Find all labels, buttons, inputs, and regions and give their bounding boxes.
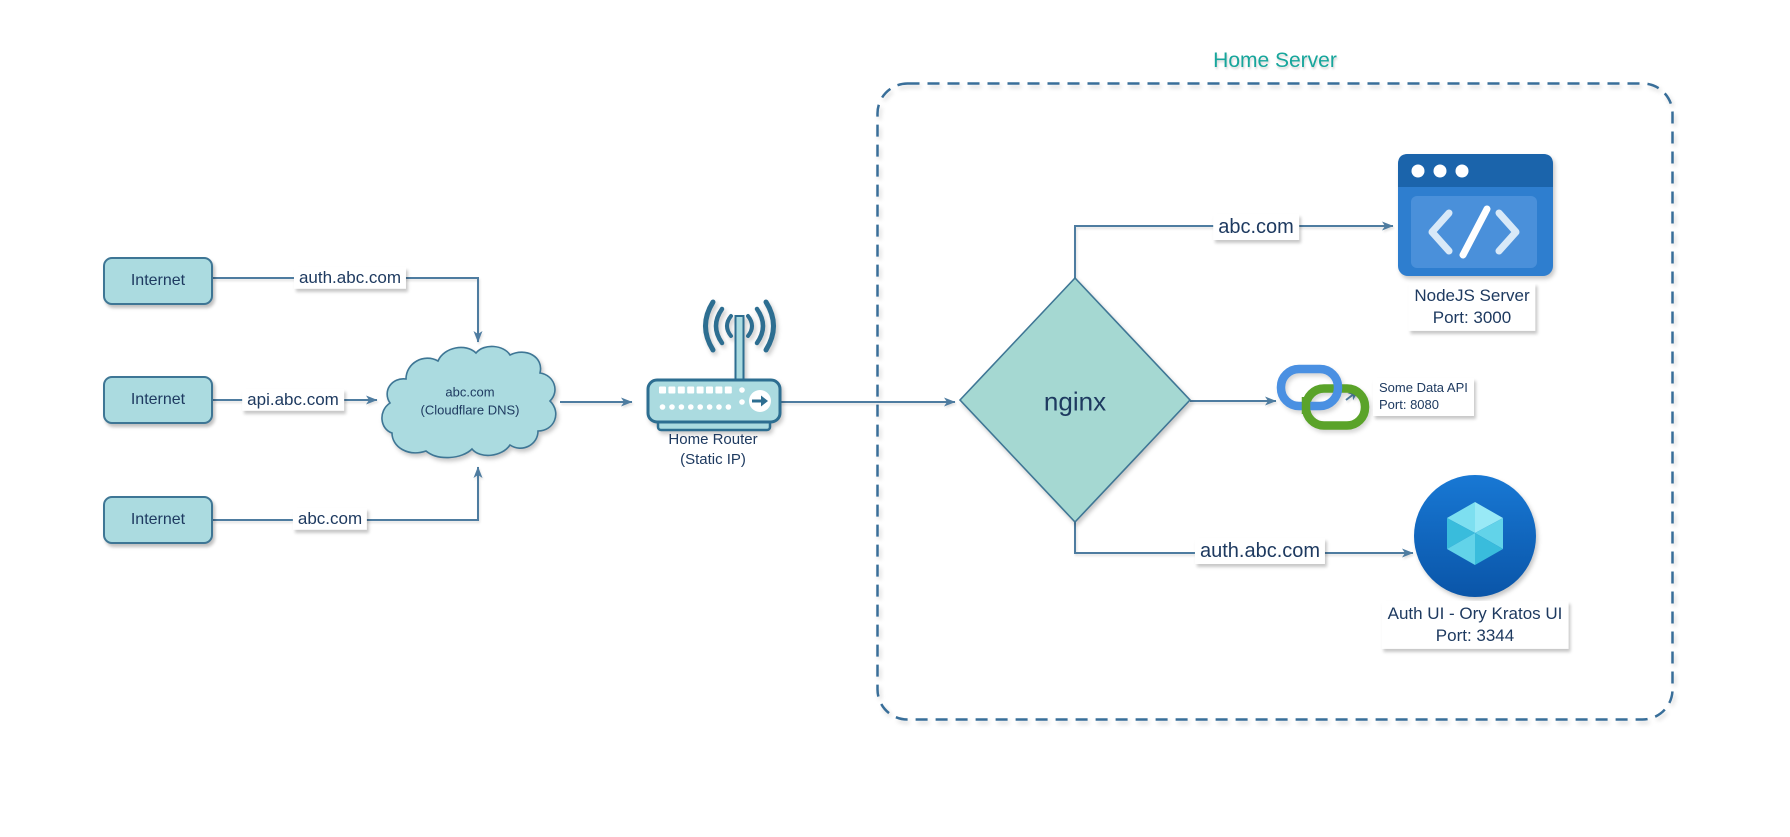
home-server-title: Home Server xyxy=(1213,49,1337,72)
auth-ui-line1: Auth UI - Ory Kratos UI xyxy=(1387,603,1563,623)
internet-node-3-label: Internet xyxy=(130,511,186,528)
home-server-region xyxy=(876,82,1674,721)
nodejs-server-line2: Port: 3000 xyxy=(1432,308,1512,327)
home-router-label: Home Router (Static IP) xyxy=(668,430,757,471)
auth-ui-cube-icon xyxy=(1414,475,1536,597)
internet-node-1-label: Internet xyxy=(130,272,186,289)
nginx-label: nginx xyxy=(1043,386,1107,417)
router-arrow-icon xyxy=(752,395,768,407)
dns-cloud-shape xyxy=(381,345,557,459)
home-router-line2: (Static IP) xyxy=(680,451,746,468)
data-api-link-icon xyxy=(1276,364,1370,430)
edge-label-abc-com: abc.com xyxy=(292,507,368,531)
edge-label-api-abc-com: api.abc.com xyxy=(242,388,344,412)
edge-label-nginx-abc-com: abc.com xyxy=(1213,214,1299,240)
internet-node-3: Internet xyxy=(103,496,213,544)
auth-ui-label: Auth UI - Ory Kratos UI Port: 3344 xyxy=(1381,600,1569,650)
home-router-icon xyxy=(646,299,782,432)
edge-label-auth-abc-com: auth.abc.com xyxy=(293,266,407,290)
data-api-line1: Some Data API xyxy=(1379,380,1468,395)
dns-cloud-line1: abc.com xyxy=(445,384,495,400)
router-ports xyxy=(659,386,745,410)
nginx-diamond xyxy=(958,276,1192,524)
window-dots-icon xyxy=(1411,164,1469,178)
code-brackets-icon xyxy=(1428,205,1520,259)
nodejs-server-label: NodeJS Server Port: 3000 xyxy=(1408,282,1536,332)
dns-cloud-label: abc.com (Cloudflare DNS) xyxy=(421,383,520,418)
auth-ui-line2: Port: 3344 xyxy=(1435,626,1515,645)
dns-cloud-line2: (Cloudflare DNS) xyxy=(420,402,520,417)
edge-label-nginx-auth-abc-com: auth.abc.com xyxy=(1194,538,1326,564)
internet-node-2: Internet xyxy=(103,376,213,424)
home-router-line1: Home Router xyxy=(668,430,758,448)
wifi-signal-icon xyxy=(703,299,776,353)
nodejs-server-line1: NodeJS Server xyxy=(1414,285,1530,305)
data-api-line2: Port: 8080 xyxy=(1379,396,1439,412)
data-api-label: Some Data API Port: 8080 xyxy=(1373,378,1474,416)
nodejs-server-icon xyxy=(1398,154,1553,276)
internet-node-2-label: Internet xyxy=(130,391,186,408)
internet-node-1: Internet xyxy=(103,257,213,305)
